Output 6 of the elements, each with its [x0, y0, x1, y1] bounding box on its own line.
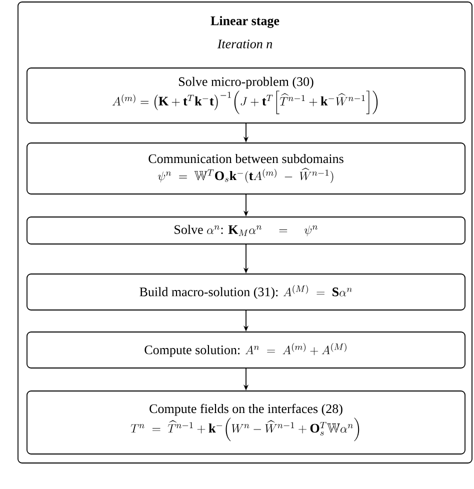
process-box: $\text{Build macro-solution (31): }A^{(M)} \;=\; \mathbf{S}\alpha^n$ — [26, 274, 466, 310]
process-box: $\text{Solve }\alpha^n\text{: }\mathbf{K}_M\alpha^n \quad=\quad \psi^n$ — [26, 216, 466, 244]
process-box: Compute fields on the interfaces (28) $T^n \;=\; \widehat{T}^{n-1}+\mathbf{k}^-\Bigl(W^n-\widehat{W}^{n-1}+\mathbf{O}_s^T\mathbb{W}\alpha^n\Bigr)$ — [26, 390, 466, 454]
process-box: Solve micro-problem (30) $A^{(m)} = \bigl(\mathbf{K}+\mathbf{t}^T\mathbf{k}^-\mathbf{t}\bigr)^{-1}\Bigl(J+\mathbf{t}^T\Bigl[\widehat{T}^{n-1}+\mathbf{k}^-\widehat{W}^{n-1}\Bigr]\Bigr)$ — [26, 68, 466, 124]
process-box: Communication between subdomains $\psi^n \;=\; \mathbb{W}^T\mathbf{O}_s\mathbf{k}^-(\mathbf{t}A^{(m)} \;-\; \widehat{W}^{n-1})$ — [26, 142, 466, 194]
process-box: $\text{Compute solution: }A^n \;=\; A^{(m)} + A^{(M)}$ — [26, 332, 466, 368]
